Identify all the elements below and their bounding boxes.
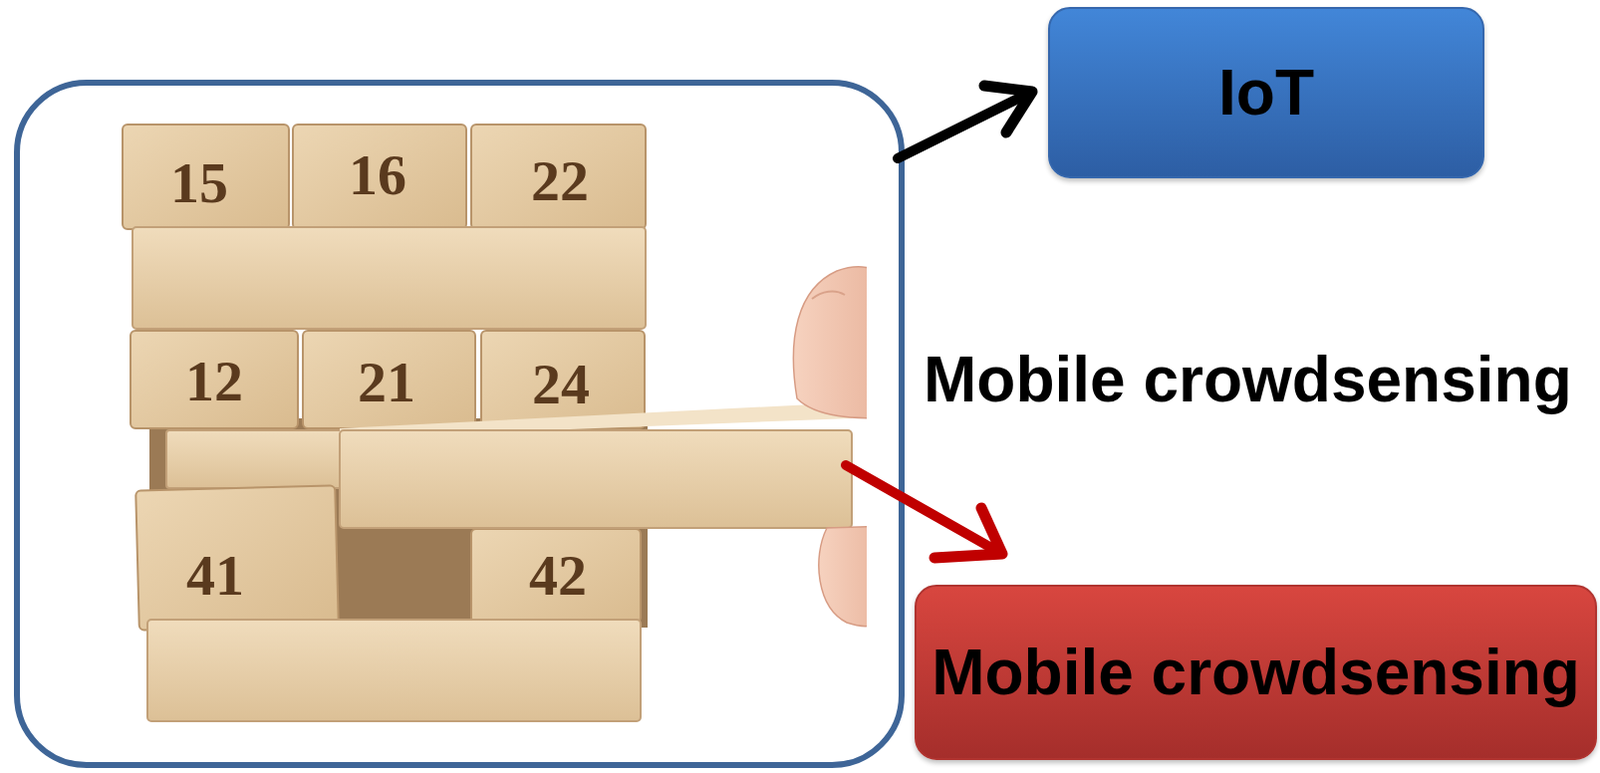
pointer-arrow — [897, 85, 1033, 159]
wood-block — [135, 485, 339, 630]
node-label: IoT — [1218, 57, 1315, 128]
process-box: Mobile crowdsensing — [914, 584, 1598, 761]
jenga-tower — [122, 124, 867, 722]
node-label: Mobile crowdsensing — [931, 637, 1581, 708]
pulled-block — [339, 430, 852, 529]
wood-block — [132, 227, 646, 329]
image-frame — [16, 82, 902, 766]
block-number: 41 — [186, 546, 245, 605]
hand-thumb — [793, 266, 867, 419]
wood-block — [292, 124, 467, 230]
caption-text: Mobile crowdsensing — [923, 347, 1573, 412]
wood-block — [130, 330, 298, 429]
wood-block — [302, 330, 476, 429]
process-box: IoT — [1048, 6, 1485, 179]
wood-block — [471, 124, 646, 230]
pointer-arrow — [845, 465, 1003, 558]
hand-crease — [811, 291, 845, 299]
wood-block — [122, 124, 289, 230]
wood-block — [147, 619, 641, 722]
block-number: 22 — [531, 152, 589, 211]
wood-block — [166, 430, 346, 489]
block-number: 21 — [357, 353, 416, 412]
hand-finger — [818, 526, 867, 627]
block-number: 42 — [529, 546, 587, 605]
block-number: 15 — [170, 154, 229, 213]
block-number: 16 — [348, 146, 407, 205]
wood-block — [471, 529, 641, 623]
block-number: 24 — [532, 355, 590, 414]
block-number: 12 — [185, 352, 244, 411]
wood-block — [481, 330, 645, 429]
